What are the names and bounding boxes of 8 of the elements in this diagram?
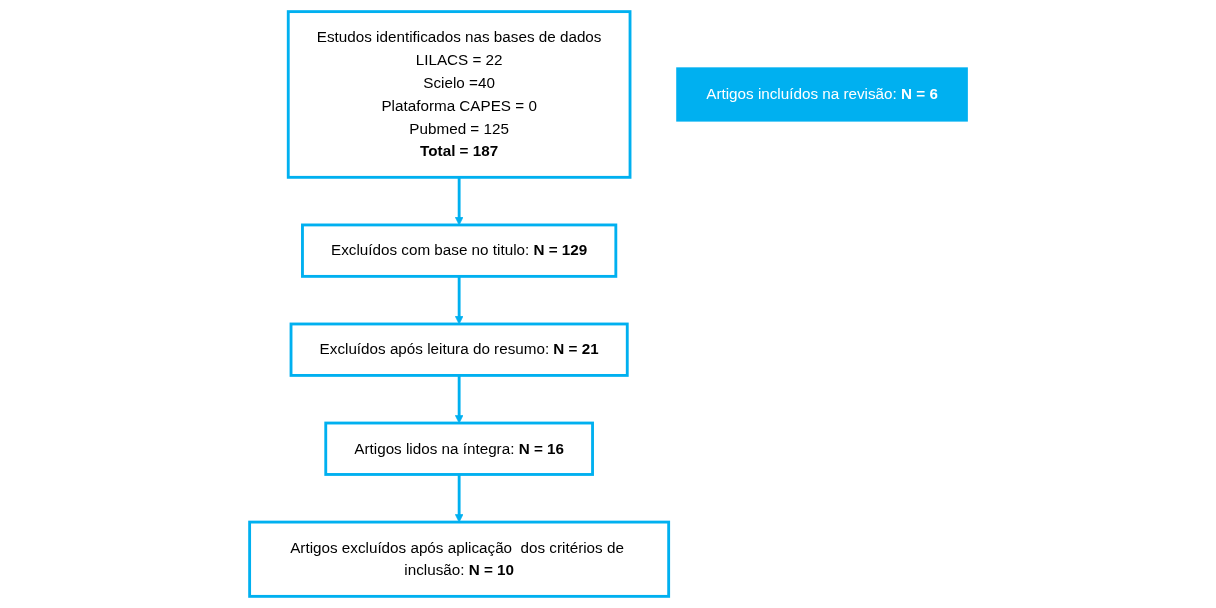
arrow	[454, 375, 464, 424]
node-box: Excluídos após leitura do resumo: N = 21	[289, 322, 629, 377]
node-box: Artigos incluídos na revisão: N = 6	[676, 67, 968, 122]
node-box: Excluídos com base no titulo: N = 129	[301, 223, 618, 278]
node-box: Artigos excluídos após aplicação dos critérios de inclusão: N = 10	[248, 520, 671, 598]
arrow	[454, 474, 464, 523]
node-box: Estudos identificados nas bases de dados LILACS = 22 Scielo =40 Plataforma CAPES = 0 Pubmed = 125 Total = 187	[286, 10, 632, 179]
node-box: Artigos lidos na íntegra: N = 16	[324, 421, 594, 476]
